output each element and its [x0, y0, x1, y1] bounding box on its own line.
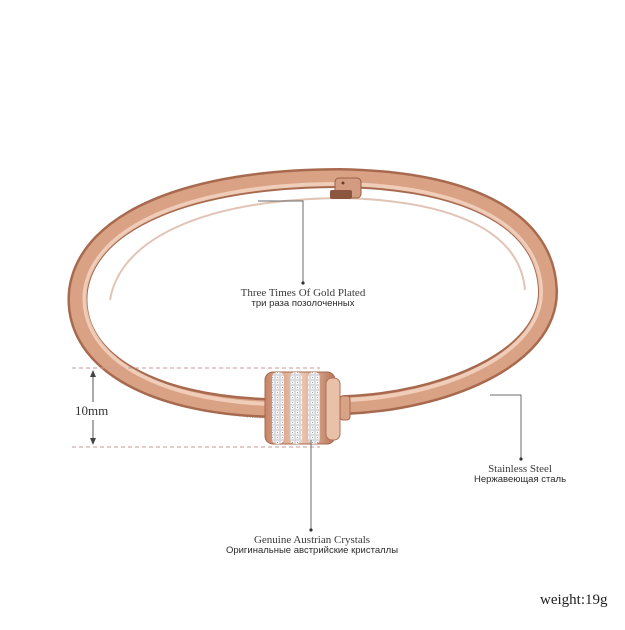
- crystal-barrel: [264, 371, 351, 445]
- plating-label-ru: три раза позолоченных: [251, 298, 355, 309]
- leader-lines: [258, 200, 523, 532]
- weight-label: weight:19g: [540, 592, 608, 608]
- hinge-clasp: [330, 177, 362, 199]
- material-label-ru: Нержавеющая сталь: [473, 474, 567, 485]
- plating-label-en: Three Times Of Gold Plated: [240, 287, 366, 299]
- crystals-label-ru: Оригинальные австрийские кристаллы: [225, 545, 399, 556]
- crystals-label-en: Genuine Austrian Crystals: [253, 534, 371, 546]
- dimension-label: 10mm: [75, 402, 109, 420]
- material-label-en: Stainless Steel: [488, 463, 552, 475]
